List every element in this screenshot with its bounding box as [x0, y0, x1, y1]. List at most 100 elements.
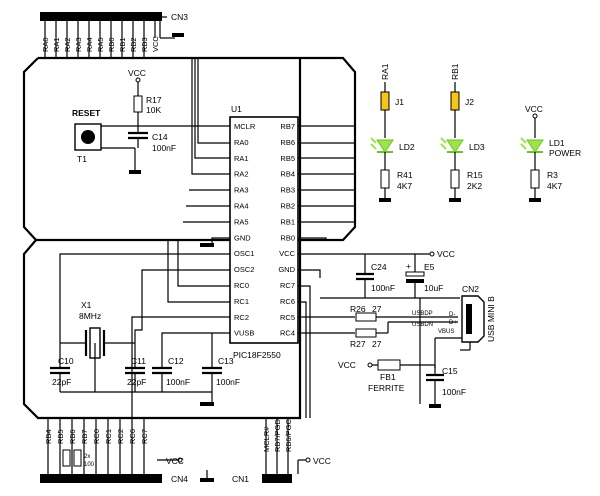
cn3-pin-label-ra2: RA2 [63, 37, 72, 52]
mcu-pin-left-rc0: RC0 [234, 281, 249, 290]
cap-c11-ref: C11 [131, 356, 146, 366]
power-led-label: POWER [549, 148, 581, 158]
mcu-part: PIC18F2550 [233, 350, 281, 360]
board-outline [22, 56, 357, 420]
mcu-pin-left-rc2: RC2 [234, 313, 249, 322]
cn1-pin-label-rb6-pgc: RB6/PGC [284, 418, 293, 452]
power-led-ref: LD1 [549, 138, 565, 148]
c24-value: 100nF [371, 283, 395, 293]
ferrite-fb1 [377, 359, 401, 371]
mcu-body [229, 116, 299, 344]
usbdp-net: USBDP [412, 311, 433, 317]
cn3-gnd-icon [172, 33, 184, 37]
cap-c12-value: 100nF [166, 377, 190, 387]
e5-plate-pos [405, 271, 425, 277]
reset-circuit: RESET T1 VCC R17 10K C14 100nF [72, 68, 230, 174]
cn4-pin-label-rb7: RB7 [80, 429, 89, 444]
resistor-r41-value: 4K7 [397, 181, 412, 191]
mcu-pin-right-vcc: VCC [279, 249, 295, 258]
cn1-vcc-terminal-icon [305, 457, 311, 463]
r27-value: 27 [372, 339, 382, 349]
led-ld1-icon [520, 137, 544, 153]
cn4-pin-label-rb6: RB6 [68, 429, 77, 444]
cn4-pin-label-rc7: RC7 [140, 429, 149, 444]
cn1-body [262, 474, 292, 483]
cn2-label: CN2 [462, 284, 479, 294]
c15-gnd-icon [429, 404, 441, 408]
cn2-dminus: D- [449, 312, 455, 318]
e5-polarity: + [406, 261, 411, 271]
cn4-pin-label-rc1: RC1 [104, 429, 113, 444]
cn4-vcc: VCC [166, 456, 184, 466]
crystal-x1: X1 8MHz [60, 300, 135, 359]
led-net-rb1: RB1 [450, 63, 460, 80]
cn1-vcc: VCC [313, 456, 331, 466]
mcu-pin-left-rc1: RC1 [234, 297, 249, 306]
usb-section: VCC C24 100nF + E5 10uF R26 27 R27 27 US… [320, 249, 496, 408]
ferrite-vcc: VCC [338, 360, 356, 370]
c14-ref: C14 [152, 132, 168, 142]
cn4-label: CN4 [171, 474, 188, 484]
led-ld2-gnd-icon [379, 198, 391, 202]
cn2-dplus: D+ [449, 320, 457, 326]
mcu-pin-right-rb0: RB0 [280, 233, 295, 242]
jumper-j2-ref: J2 [465, 97, 474, 107]
cn4-pin-label-rb5: RB5 [56, 429, 65, 444]
cn3-pin-label-ra4: RA4 [85, 37, 94, 52]
ferrite-vcc-terminal-icon [367, 362, 373, 368]
cap-c10-ref: C10 [58, 356, 74, 366]
rnet-value: 100 [84, 462, 95, 468]
r26-ref: R26 [350, 304, 366, 314]
ferrite-ref: FB1 [380, 372, 396, 382]
mcu-pin-left-osc2: OSC2 [234, 265, 254, 274]
led-ld3-gnd-icon [449, 198, 461, 202]
resistor-r17 [133, 95, 143, 113]
cn3-pin-label-rb2: RB2 [129, 37, 138, 52]
cn4-pin-label-rc2: RC2 [116, 429, 125, 444]
c14-gnd-icon [129, 170, 141, 174]
reset-switch-ref: T1 [77, 154, 87, 164]
mcu-pin-right-rb2: RB2 [280, 202, 295, 211]
resistor-r15 [450, 169, 460, 189]
cap-c11-value: 22pF [127, 377, 146, 387]
r26-value: 27 [372, 304, 382, 314]
cn3-pin-label-rb0: RB0 [107, 37, 116, 52]
resistor-r3 [530, 169, 540, 189]
r27-ref: R27 [350, 339, 366, 349]
mcu-pin-left-mclr: MCLR [234, 122, 256, 131]
mcu-ref: U1 [231, 104, 242, 114]
resistor-r26 [355, 312, 377, 322]
led-ld2-ref: LD2 [399, 142, 415, 152]
power-resistor-ref: R3 [547, 170, 558, 180]
cn4-gnd-icon [200, 478, 214, 482]
vbus-net: VBUS [438, 329, 454, 335]
mcu-pin-left-ra2: RA2 [234, 170, 249, 179]
e5-ref: E5 [424, 262, 435, 272]
c24-ref: C24 [371, 262, 387, 272]
mcu-pin-left-ra0: RA0 [234, 138, 249, 147]
mcu-gnd-icon [200, 243, 214, 247]
mcu-pin-right-rb5: RB5 [280, 154, 295, 163]
mcu-right-wiring [298, 125, 430, 418]
vcc-terminal-icon [135, 77, 141, 83]
mcu-pin-right-rb6: RB6 [280, 138, 295, 147]
cn2-body [466, 304, 472, 334]
usb-connector-icon [461, 295, 485, 343]
mcu-pin-right-rc4: RC4 [280, 329, 295, 338]
cn2-type: USB MINI B [486, 296, 496, 342]
crystal-freq: 8MHz [79, 311, 101, 321]
mcu-u1: U1 PIC18F2550 MCLRRA0RA1RA2RA3RA4RA5GNDO… [229, 104, 299, 360]
jumper-j1 [380, 91, 390, 111]
mcu-pin-left-gnd: GND [234, 233, 251, 242]
reset-title: RESET [72, 108, 101, 118]
cn4-pin-label-rc6: RC6 [128, 429, 137, 444]
mcu-pin-right-rb7: RB7 [280, 122, 295, 131]
mcu-pin-left-vusb: VUSB [234, 329, 254, 338]
mcu-pin-right-rc6: RC6 [280, 297, 295, 306]
cap-c13-value: 100nF [216, 377, 240, 387]
cn1-label: CN1 [232, 474, 249, 484]
